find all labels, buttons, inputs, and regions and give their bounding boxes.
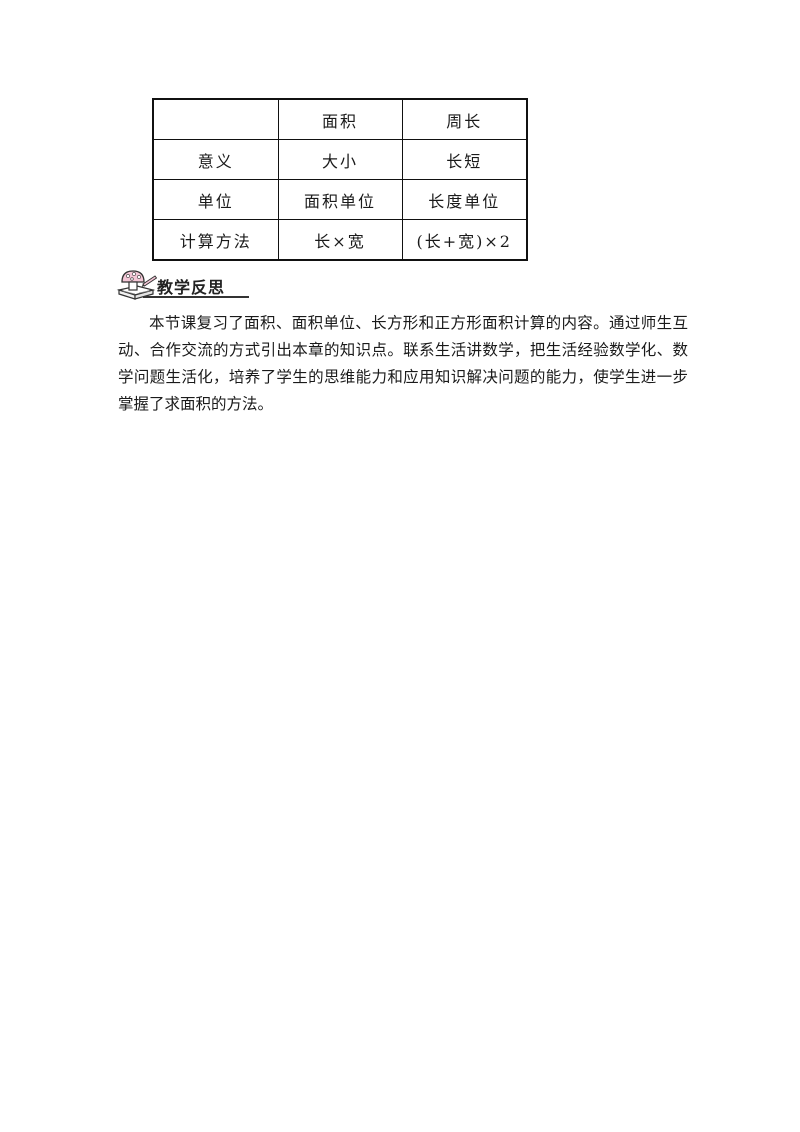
comparison-table: 面积 周长 意义 大小 长短 单位 面积单位 长度单位 计算方法 长×宽 (长+… [152,98,528,261]
table-row-label: 意义 [152,139,279,180]
table-header-cell: 周长 [401,98,528,140]
table-header-cell: 面积 [277,98,403,140]
table-row: 意义 大小 长短 [152,139,528,180]
reflection-paragraph: 本节课复习了面积、面积单位、长方形和正方形面积计算的内容。通过师生互动、合作交流… [118,314,688,413]
pencil-book-icon [116,270,157,300]
reflection-title: 教学反思 [157,278,226,297]
table-cell: 长短 [401,139,528,180]
table-row-label: 计算方法 [152,219,279,261]
table-header-cell [152,98,279,140]
table-row: 单位 面积单位 长度单位 [152,179,528,220]
table-cell: 大小 [277,139,403,180]
table-cell: (长+宽)×2 [401,219,528,261]
table-row-label: 单位 [152,179,279,220]
reflection-header: 教学反思 [113,268,253,302]
table-header-row: 面积 周长 [152,98,528,140]
title-underline [143,296,249,298]
table-cell: 面积单位 [277,179,403,220]
table-cell: 长×宽 [277,219,403,261]
table-row: 计算方法 长×宽 (长+宽)×2 [152,219,528,261]
table-cell: 长度单位 [401,179,528,220]
